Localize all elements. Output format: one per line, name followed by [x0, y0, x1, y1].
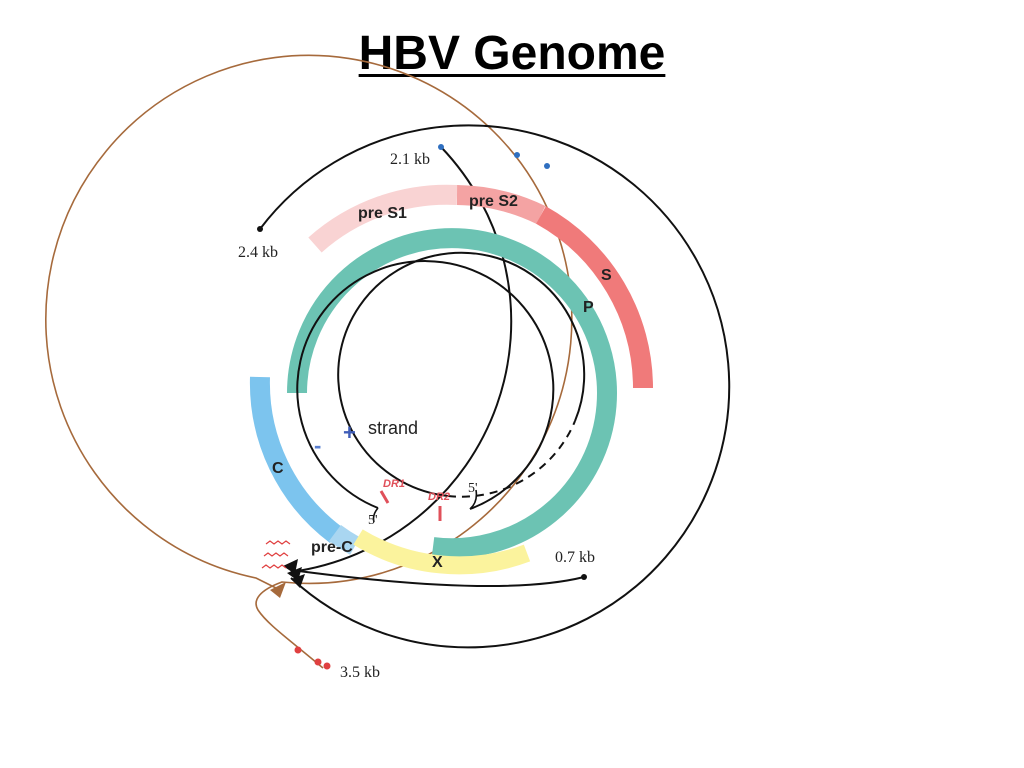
label-dr1: DR1: [383, 478, 405, 490]
label-dr2: DR2: [428, 491, 450, 503]
label-x: X: [432, 554, 443, 571]
dot-3-5kb-end: [323, 662, 331, 670]
plus-sign: +: [343, 420, 356, 445]
label-c: C: [272, 460, 284, 477]
gene-pre-s1-arc: [308, 184, 458, 253]
gene-p-arc: [287, 228, 617, 559]
gene-c-arc: [249, 376, 343, 544]
gene-pre-s2-arc: [456, 185, 546, 225]
dot-0-7kb-start: [581, 574, 587, 580]
strand-word: strand: [368, 418, 418, 438]
label-2-1kb: 2.1 kb: [390, 151, 430, 168]
label-s: S: [601, 267, 612, 284]
transcript-2-4kb: [259, 124, 731, 649]
minus-sign: -: [314, 433, 321, 458]
minus-strand-5prime-tail: [372, 507, 379, 523]
label-p: P: [583, 299, 594, 316]
label-2-4kb: 2.4 kb: [238, 244, 278, 261]
polyA-squiggle-1: [265, 540, 291, 545]
label-pre-c: pre-C: [311, 539, 353, 556]
dr1-mark: [379, 490, 390, 504]
plus-strand-dashed-gap: [447, 420, 576, 498]
transcript-0-7kb: [290, 569, 585, 587]
gene-pre-c-arc: [329, 524, 361, 555]
transcript-3-5kb-arrowhead: [270, 582, 286, 598]
transcript-arrowhead-3: [291, 574, 305, 588]
polyA-squiggle-3: [261, 564, 287, 569]
plus-strand-solid: [337, 251, 586, 497]
label-pre-s1: pre S1: [358, 205, 407, 222]
gene-x-arc: [353, 529, 531, 575]
dot-3-5kb-2: [314, 658, 322, 666]
dot-2-4kb-start: [257, 226, 263, 232]
dot-2-1kb-2: [514, 152, 520, 158]
label-pre-s2: pre S2: [469, 193, 518, 210]
polyA-squiggle-2: [263, 552, 289, 557]
gene-s-arc: [536, 206, 653, 389]
dot-2-1kb-3: [544, 163, 550, 169]
label-5prime-minus: 5': [368, 513, 378, 528]
dot-2-1kb-start: [438, 144, 444, 150]
dot-3-5kb-1: [294, 646, 302, 654]
label-3-5kb: 3.5 kb: [340, 664, 380, 681]
label-5prime-plus: 5': [468, 481, 478, 496]
label-0-7kb: 0.7 kb: [555, 549, 595, 566]
plus-strand-5prime-tail: [469, 489, 478, 510]
minus-strand: [296, 260, 555, 510]
slide-title: HBV Genome: [358, 27, 666, 80]
